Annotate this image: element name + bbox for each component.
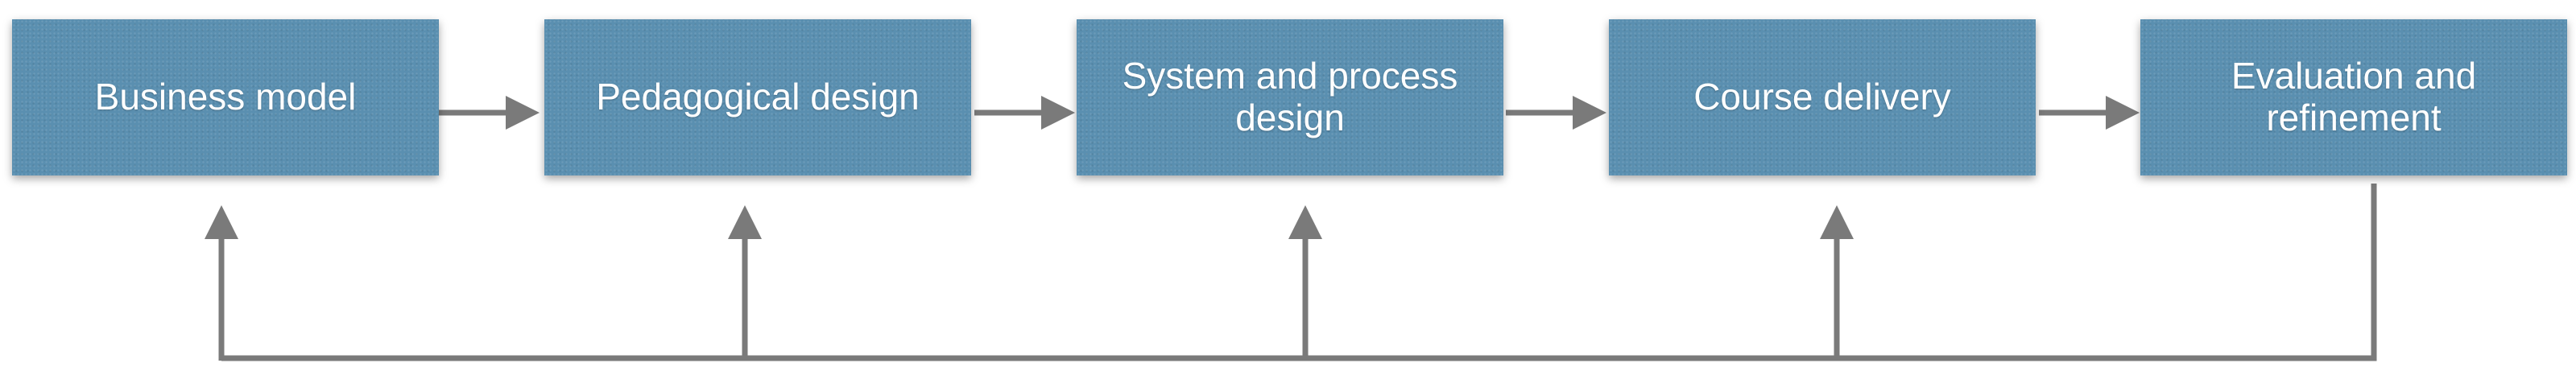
step-business-model: Business model [12, 19, 439, 175]
step-system-and-process-design: System and process design [1077, 19, 1503, 175]
step-label: Business model [94, 76, 357, 118]
step-label: Evaluation and refinement [2231, 55, 2477, 138]
step-pedagogical-design: Pedagogical design [544, 19, 971, 175]
step-evaluation-and-refinement: Evaluation and refinement [2140, 19, 2567, 175]
feedback-line [221, 184, 2377, 361]
step-label: Course delivery [1693, 76, 1951, 118]
step-label: Pedagogical design [596, 76, 920, 118]
step-label: System and process design [1122, 55, 1458, 138]
step-course-delivery: Course delivery [1609, 19, 2036, 175]
